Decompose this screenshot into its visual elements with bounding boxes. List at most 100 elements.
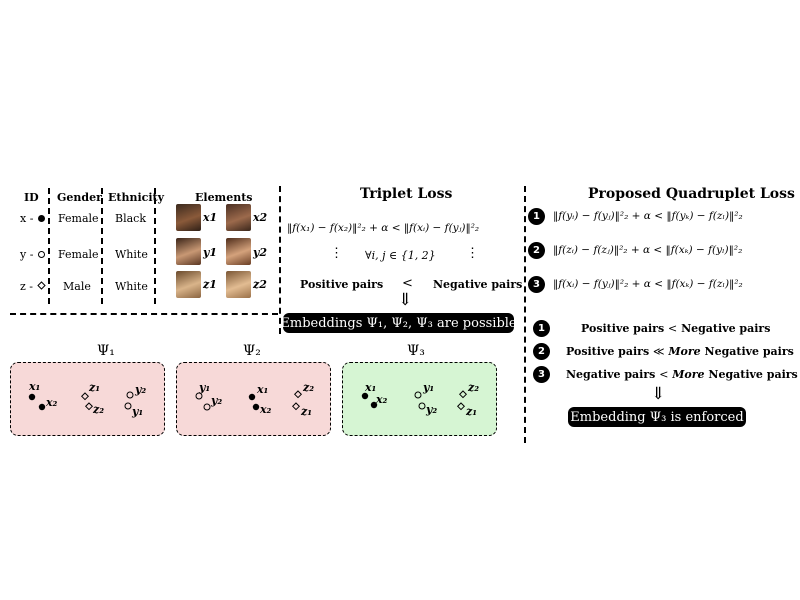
point-label: y₁ [423,381,435,394]
point-x2 [38,403,46,411]
table-divider [101,188,103,304]
statement-operator: ≪ [653,345,665,358]
point-x1 [361,392,369,400]
header-id: ID [24,191,39,204]
statement-right: Negative pairs [681,322,771,335]
quad-statement-1: Positive pairs < Negative pairs [581,322,770,335]
statement-left: Positive pairs [581,322,665,335]
embedding-plot [28,391,134,411]
embedding-plot [361,390,468,411]
row-ethnicity-z: White [115,280,148,293]
statement-more: More [668,345,701,358]
hollow-circle-icon [38,251,45,258]
point-y1 [414,391,422,399]
point-y1 [195,392,203,400]
point-z2 [293,390,303,399]
point-label: y₁ [199,381,211,394]
number-badge: 1 [528,208,545,225]
embedding-panel-psi3: x₁ x₂ y₁ y₂ z₂ z₁ [342,362,497,436]
down-arrow-icon: ⇓ [651,384,666,404]
quad-statement-3: Negative pairs < More Negative pairs [566,368,798,381]
point-z1 [80,392,90,401]
point-z1 [291,402,301,411]
label-y1: y1 [203,246,218,259]
point-label: x₁ [365,381,377,394]
point-x2 [252,403,260,411]
embedding-title-psi2: Ψ₂ [243,343,261,359]
hollow-diamond-icon [37,281,46,290]
filled-circle-icon [38,215,45,222]
label-z1: z1 [203,278,217,291]
row-gender-y: Female [58,248,99,261]
row-ethnicity-x: Black [115,212,146,225]
row-gender-z: Male [63,280,91,293]
quad-result-badge: Embedding Ψ₃ is enforced [568,407,746,427]
row-id-z: z - [20,280,34,293]
point-y2 [126,391,134,399]
quad-formula-2: ‖f(zᵢ) − f(zⱼ)‖²₂ + α < ‖f(xₖ) − f(yₗ)‖²… [553,244,743,256]
section-divider [279,186,281,334]
triplet-formula: ‖f(x₁) − f(x₂)‖²₂ + α < ‖f(xᵢ) − f(yⱼ)‖²… [287,222,480,234]
point-z1 [456,402,466,411]
number-badge: 3 [533,366,550,383]
number-badge: 2 [528,242,545,259]
embedding-plot [195,390,303,411]
point-label: y₂ [211,394,223,407]
point-label: z₁ [301,405,313,418]
statement-left: Positive pairs [566,345,650,358]
table-divider [154,188,156,304]
triplet-result-badge: Embeddings Ψ₁, Ψ₂, Ψ₃ are possible [280,313,517,333]
point-z2 [458,390,468,399]
triplet-negative-pairs: Negative pairs [433,278,523,291]
point-label: y₂ [135,383,147,396]
down-arrow-icon: ⇓ [398,290,413,310]
header-elements: Elements [195,191,253,204]
statement-right: Negative pairs [704,345,794,358]
statement-right: Negative pairs [708,368,798,381]
quad-title: Proposed Quadruplet Loss [588,186,795,202]
section-divider [524,186,526,443]
embedding-title-psi1: Ψ₁ [97,343,115,359]
point-label: y₁ [132,405,144,418]
number-badge: 3 [528,276,545,293]
point-y2 [203,403,211,411]
point-label: x₂ [376,393,388,406]
triplet-title: Triplet Loss [360,186,453,202]
point-x1 [248,393,256,401]
face-image-z2 [226,271,251,298]
number-badge: 2 [533,343,550,360]
label-z2: z2 [253,278,267,291]
table-divider [48,188,50,304]
point-y2 [418,402,426,410]
point-x2 [370,401,378,409]
point-label: y₂ [426,403,438,416]
point-x1 [28,393,36,401]
vertical-dots: ⋮ [330,246,343,261]
statement-left: Negative pairs [566,368,656,381]
statement-more: More [672,368,705,381]
less-than-symbol: < [402,276,413,291]
label-x1: x1 [203,211,218,224]
face-image-x2 [226,204,251,231]
quad-formula-3: ‖f(xᵢ) − f(yⱼ)‖²₂ + α < ‖f(xₖ) − f(zₗ)‖²… [553,278,743,290]
triplet-positive-pairs: Positive pairs [300,278,384,291]
row-gender-x: Female [58,212,99,225]
section-divider [10,313,278,315]
embedding-panel-psi2: y₁ y₂ x₁ x₂ z₂ z₁ [176,362,331,436]
point-label: x₂ [260,403,272,416]
point-label: z₁ [466,405,478,418]
vertical-dots: ⋮ [466,246,479,261]
point-label: x₁ [29,380,41,393]
triplet-forall: ∀i, j ∈ {1, 2} [365,249,436,262]
statement-operator: < [668,322,678,335]
point-label: x₂ [46,396,58,409]
row-ethnicity-y: White [115,248,148,261]
point-y1 [124,402,132,410]
face-image-x1 [176,204,201,231]
embedding-panel-psi1: x₁ x₂ z₁ z₂ y₂ y₁ [10,362,165,436]
quad-statement-2: Positive pairs ≪ More Negative pairs [566,345,794,358]
row-id-x: x - [20,212,34,225]
label-y2: y2 [253,246,268,259]
point-label: z₂ [468,381,480,394]
statement-operator: < [659,368,669,381]
